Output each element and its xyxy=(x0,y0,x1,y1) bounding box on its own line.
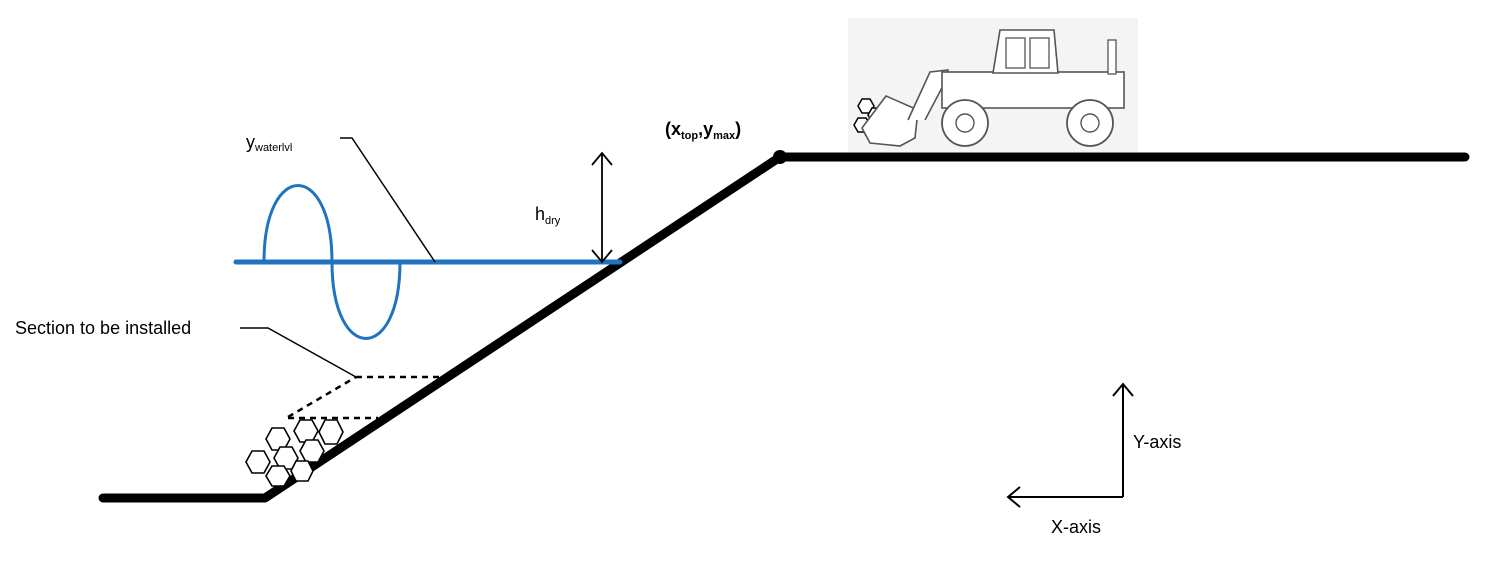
x-axis-label: X-axis xyxy=(1051,517,1101,537)
h-dry-arrow xyxy=(591,151,613,264)
ground-profile xyxy=(98,152,1470,503)
y-axis-label: Y-axis xyxy=(1133,432,1181,452)
h-dry-label: hdry xyxy=(535,204,561,227)
top-point-marker xyxy=(773,150,787,164)
wheel-loader-icon xyxy=(848,18,1138,152)
top-point-label: (xtop,ymax) xyxy=(665,119,741,142)
section-outline xyxy=(287,375,440,420)
wave-icon xyxy=(262,184,402,340)
water-level-leader xyxy=(340,137,436,263)
section-leader xyxy=(240,327,357,378)
section-label: Section to be installed xyxy=(15,318,191,338)
water-level-label: ywaterlvl xyxy=(246,132,292,154)
axis-indicator xyxy=(1006,382,1134,508)
hexagon-rocks-icon xyxy=(245,419,344,487)
